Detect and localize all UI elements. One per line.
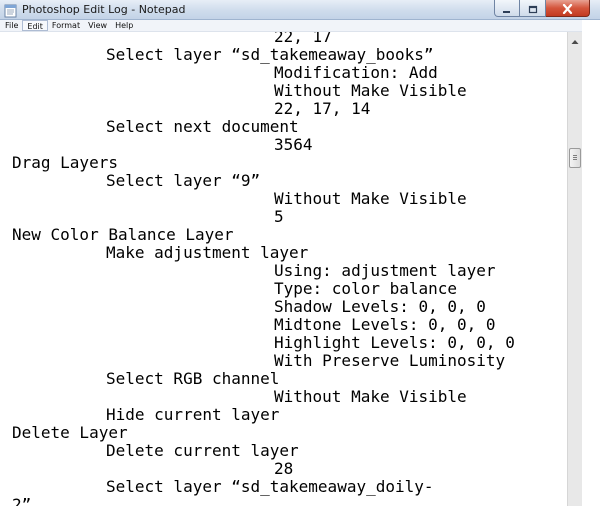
log-line: Delete Layer	[12, 423, 128, 442]
log-line: Select layer “9”	[106, 171, 261, 190]
menu-file[interactable]: File	[5, 21, 19, 30]
log-line: Select next document	[106, 117, 299, 136]
log-line: Delete current layer	[106, 441, 299, 460]
log-line: Without Make Visible	[274, 189, 467, 208]
log-line: Highlight Levels: 0, 0, 0	[274, 333, 515, 352]
log-line: 22, 17, 14	[274, 99, 371, 118]
log-line: 28	[274, 459, 294, 478]
title-bar[interactable]: Photoshop Edit Log - Notepad	[0, 0, 600, 20]
log-line: Type: color balance	[274, 279, 458, 298]
log-line: Shadow Levels: 0, 0, 0	[274, 297, 486, 316]
menu-view[interactable]: View	[88, 21, 108, 30]
log-line: New Color Balance Layer	[12, 225, 234, 244]
log-line: Without Make Visible	[274, 81, 467, 100]
log-line: With Preserve Luminosity	[274, 351, 506, 370]
maximize-icon	[528, 0, 538, 18]
log-line: 3564	[274, 135, 313, 154]
vertical-scrollbar[interactable]	[567, 32, 582, 506]
log-line: Select layer “sd_takemeaway_books”	[106, 45, 434, 64]
minimize-button[interactable]	[494, 0, 520, 17]
close-icon	[562, 0, 573, 18]
log-line: Select layer “sd_takemeaway_doily-	[106, 477, 434, 496]
log-line: Midtone Levels: 0, 0, 0	[274, 315, 496, 334]
log-line: 22, 17	[274, 32, 332, 46]
log-line: Select RGB channel	[106, 369, 280, 388]
log-line: 5	[274, 207, 284, 226]
log-line: Using: adjustment layer	[274, 261, 496, 280]
log-line: Make adjustment layer	[106, 243, 309, 262]
window-title: Photoshop Edit Log - Notepad	[22, 3, 186, 16]
scroll-up-arrow-icon	[571, 30, 579, 49]
maximize-button[interactable]	[520, 0, 546, 17]
minimize-icon	[502, 0, 512, 18]
menu-help[interactable]: Help	[115, 21, 134, 30]
close-button[interactable]	[546, 0, 590, 17]
scroll-thumb[interactable]	[569, 148, 581, 168]
log-line: Drag Layers	[12, 153, 118, 172]
menu-edit[interactable]: Edit	[22, 20, 48, 31]
log-line: Modification: Add	[274, 63, 438, 82]
log-line: Hide current layer	[106, 405, 280, 424]
menu-format[interactable]: Format	[51, 21, 81, 30]
log-line: 2”	[12, 495, 32, 506]
window-edge	[582, 20, 600, 506]
menu-bar: File Edit Format View Help	[0, 20, 600, 32]
window-controls	[494, 0, 590, 18]
scroll-up-button[interactable]	[568, 32, 582, 47]
notepad-icon	[4, 3, 17, 18]
log-line: Without Make Visible	[274, 387, 467, 406]
